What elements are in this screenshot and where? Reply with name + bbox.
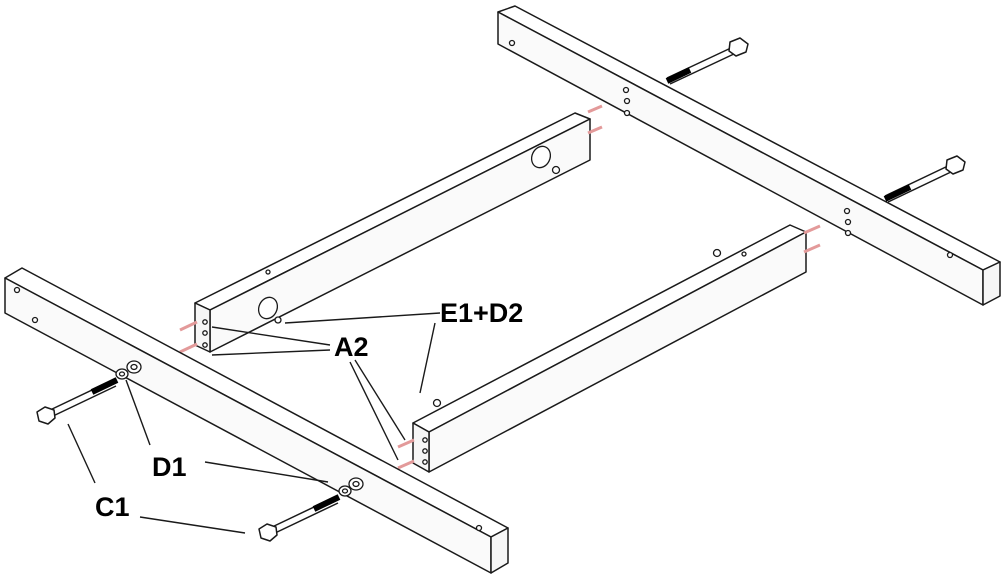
dowel-upper-far [587,104,603,135]
washer-front-1 [115,360,142,380]
leaders-c1 [67,423,246,534]
label-d1: D1 [152,452,187,482]
label-a2: A2 [334,332,369,362]
dowel-lower-near [397,438,415,470]
bolt-back-1 [665,37,749,85]
dowel-lower-far [803,224,821,254]
front-rail [4,267,509,574]
dowel-upper-near [179,320,198,354]
washer-front-2 [338,477,364,497]
bolt-back-2 [883,155,966,203]
side-rail-lower [397,224,821,473]
back-rail [497,5,1001,306]
leaders-a2 [211,326,406,461]
side-rail-upper [179,104,603,354]
bolt-front-1 [36,377,119,425]
leaders-d1 [125,379,329,483]
leaders-e1d2 [284,312,441,394]
label-c1: C1 [95,492,130,522]
label-e1d2: E1+D2 [440,298,523,328]
bolt-front-2 [258,494,341,542]
